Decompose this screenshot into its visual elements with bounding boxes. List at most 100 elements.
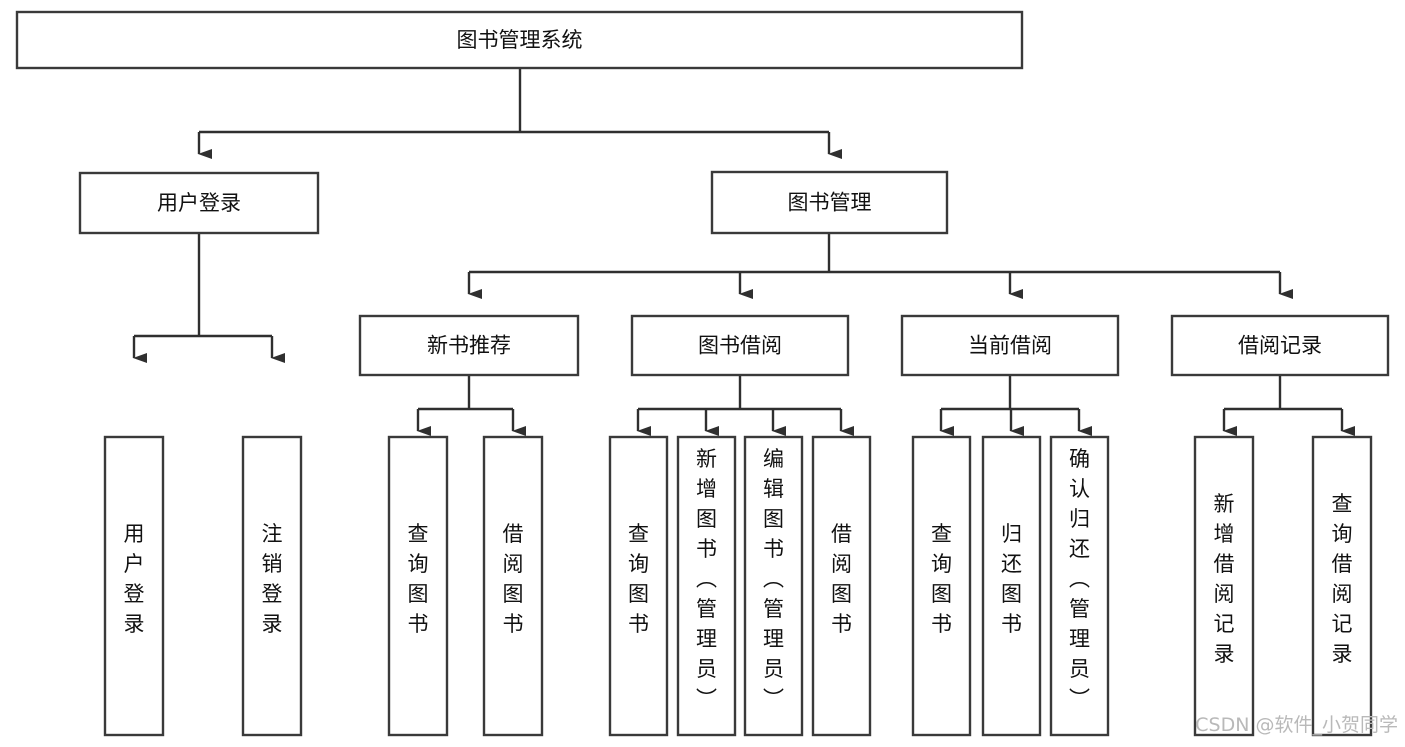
node-leaf-borrow-book[interactable]: 借阅图书 (811, 435, 872, 737)
node-label-char: 图 (628, 582, 649, 606)
node-label-char: 查 (931, 522, 952, 546)
node-label: 图书借阅 (698, 334, 782, 358)
node-leaf-query-borrow-record[interactable]: 查询借阅记录 (1311, 435, 1373, 737)
connector-book-manage-to-level3 (467, 233, 1293, 299)
node-leaf-return-book[interactable]: 归还图书 (981, 435, 1042, 737)
node-label: 用户登录 (157, 191, 241, 215)
node-box (1193, 435, 1255, 737)
node-label: 注销登录 (262, 522, 283, 636)
node-label-char: 销 (262, 552, 283, 576)
connector-current-to-leaves (939, 375, 1092, 436)
node-label-char: 查 (408, 522, 429, 546)
node-leaf-confirm-return-admin[interactable]: 确认归还︵管理员︶ (1049, 435, 1110, 737)
node-label-char: 认 (1069, 477, 1090, 501)
node-box (811, 435, 872, 737)
node-label-char: 注 (262, 522, 283, 546)
connector-borrow-to-leaves (636, 375, 854, 436)
node-leaf-query-book-current[interactable]: 查询图书 (911, 435, 972, 737)
node-label-char: 阅 (831, 552, 852, 576)
node-label-char: 新 (1214, 492, 1235, 516)
node-label-char: 查 (1332, 492, 1353, 516)
node-box (911, 435, 972, 737)
node-box (676, 435, 737, 737)
node-label-char: 录 (124, 612, 145, 636)
node-label-char: ︶ (763, 687, 784, 711)
node-label-char: 员 (696, 657, 717, 681)
node-label-char: 查 (628, 522, 649, 546)
node-label-char: 理 (1069, 627, 1090, 651)
nodes-layer: 图书管理系统用户登录图书管理新书推荐图书借阅当前借阅借阅记录用户登录注销登录查询… (15, 10, 1390, 737)
node-label-char: 新 (696, 447, 717, 471)
node-label: 查询图书 (408, 522, 429, 636)
node-user-login[interactable]: 用户登录 (78, 171, 320, 235)
node-label-char: 询 (1332, 522, 1353, 546)
node-label-char: 书 (628, 612, 649, 636)
node-label-char: 借 (503, 522, 524, 546)
node-label: 借阅图书 (831, 522, 852, 636)
node-label-char: 图 (408, 582, 429, 606)
node-borrow-record[interactable]: 借阅记录 (1170, 314, 1390, 377)
node-label-char: 员 (763, 657, 784, 681)
node-label-char: 书 (503, 612, 524, 636)
node-leaf-borrow-book-recommend[interactable]: 借阅图书 (482, 435, 544, 737)
node-label-char: 录 (1332, 642, 1353, 666)
node-label-char: 归 (1069, 507, 1090, 531)
node-label: 用户登录 (124, 522, 145, 636)
node-label: 当前借阅 (968, 334, 1052, 358)
node-label-char: ︵ (763, 567, 784, 591)
node-box (78, 171, 320, 235)
node-box (743, 435, 804, 737)
node-box (1049, 435, 1110, 737)
node-label: 确认归还︵管理员︶ (1069, 447, 1090, 711)
node-label-char: 图 (503, 582, 524, 606)
node-box (710, 170, 949, 235)
node-label-char: 书 (931, 612, 952, 636)
node-label: 借阅图书 (503, 522, 524, 636)
node-label-char: 用 (124, 522, 145, 546)
node-box (482, 435, 544, 737)
node-current-borrow[interactable]: 当前借阅 (900, 314, 1120, 377)
node-label-char: 登 (124, 582, 145, 606)
node-label-char: 阅 (1214, 582, 1235, 606)
node-label-char: 管 (763, 597, 784, 621)
node-label-char: 管 (696, 597, 717, 621)
node-label-char: ︶ (1069, 687, 1090, 711)
node-label-char: 录 (1214, 642, 1235, 666)
node-label-char: ︵ (696, 567, 717, 591)
node-book-manage[interactable]: 图书管理 (710, 170, 949, 235)
node-leaf-query-book-recommend[interactable]: 查询图书 (387, 435, 449, 737)
node-box (1170, 314, 1390, 377)
node-label-char: 阅 (503, 552, 524, 576)
node-label-char: 图 (1001, 582, 1022, 606)
node-label-char: 还 (1069, 537, 1090, 561)
node-label-char: 图 (831, 582, 852, 606)
node-label-char: 录 (262, 612, 283, 636)
node-leaf-user-login[interactable]: 用户登录 (103, 435, 165, 737)
node-label-char: 确 (1069, 447, 1090, 471)
node-leaf-logout[interactable]: 注销登录 (241, 435, 303, 737)
node-label: 新增图书︵管理员︶ (696, 447, 717, 711)
node-label: 查询图书 (628, 522, 649, 636)
node-label-char: 记 (1214, 612, 1235, 636)
node-box (608, 435, 669, 737)
node-leaf-query-book-borrow[interactable]: 查询图书 (608, 435, 669, 737)
node-label-char: 图 (763, 507, 784, 531)
node-label-char: 户 (124, 552, 145, 576)
node-label-char: 编 (763, 447, 784, 471)
node-leaf-add-book-admin[interactable]: 新增图书︵管理员︶ (676, 435, 737, 737)
node-box (15, 10, 1024, 70)
node-label: 借阅记录 (1238, 334, 1322, 358)
node-new-book-recommend[interactable]: 新书推荐 (358, 314, 580, 377)
node-leaf-add-borrow-record[interactable]: 新增借阅记录 (1193, 435, 1255, 737)
node-book-borrow[interactable]: 图书借阅 (630, 314, 850, 377)
csdn-watermark: CSDN @软件_小贺同学 (1195, 714, 1398, 736)
node-label-char: ︶ (696, 687, 717, 711)
node-label-char: 图 (931, 582, 952, 606)
node-box (630, 314, 850, 377)
node-root[interactable]: 图书管理系统 (15, 10, 1024, 70)
connector-root-to-level2 (197, 68, 842, 159)
node-label-char: 辑 (763, 477, 784, 501)
node-leaf-edit-book-admin[interactable]: 编辑图书︵管理员︶ (743, 435, 804, 737)
node-label: 新书推荐 (427, 334, 511, 358)
